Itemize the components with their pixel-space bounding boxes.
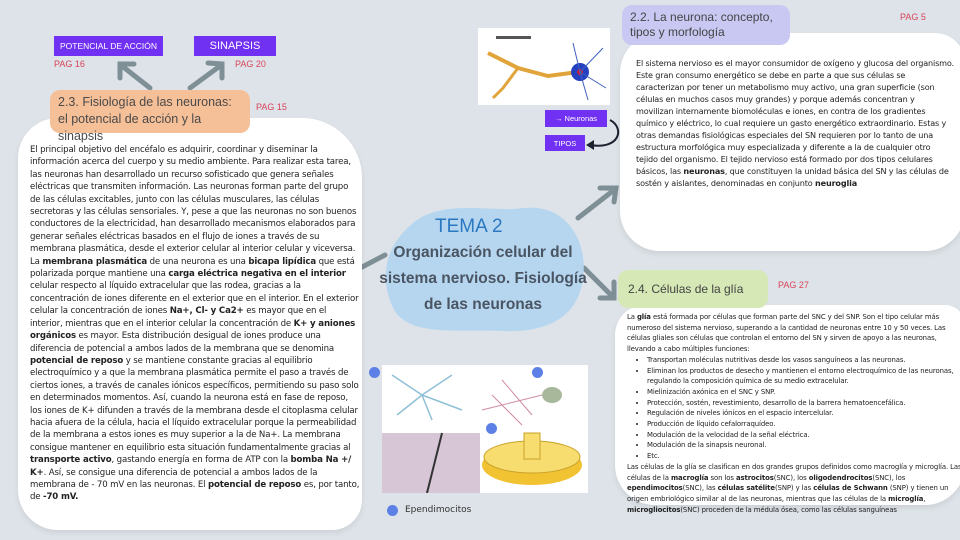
bold-term: Na+, Cl- y Ca2+ <box>169 306 244 317</box>
bold-term: bomba Na +/ K+ <box>30 455 352 478</box>
glia-function-item: Modulación de la velocidad de la señal e… <box>647 430 960 441</box>
glia-outro: Las células de la glía se clasifican en … <box>627 462 960 516</box>
bold-term: células satélite <box>717 484 775 493</box>
neurona-title: 2.2. La neurona: concepto, tipos y morfo… <box>622 5 790 45</box>
bold-term: neuronas <box>683 166 725 176</box>
text-run: La <box>627 313 637 321</box>
tema-label: TEMA 2 <box>435 216 503 237</box>
bold-term: neuroglia <box>815 178 858 188</box>
text-run: (SNC), las <box>682 484 718 493</box>
text-run: El sistema nervioso es el mayor consumid… <box>636 58 954 176</box>
center-blob <box>385 207 584 332</box>
bold-term: bicapa lipídica <box>248 256 316 267</box>
bold-term: ependimocitos <box>627 484 683 493</box>
glia-bubble <box>615 305 960 505</box>
marker-dot[interactable] <box>532 367 543 378</box>
bold-term: transporte activo <box>30 455 112 466</box>
pag-sinapsis: PAG 20 <box>235 59 266 69</box>
bold-term: -70 mV. <box>43 492 79 503</box>
glia-function-item: Protección, sostén, revestimiento, desar… <box>647 398 960 409</box>
neurona-text: El sistema nervioso es el mayor consumid… <box>636 57 954 189</box>
text-run: (SNC), los <box>773 473 809 482</box>
bold-term: membrana plasmática <box>42 256 148 267</box>
neuronas-button[interactable]: → Neuronas <box>545 110 607 127</box>
text-run: es mayor que en el interior, mientras qu… <box>30 306 327 329</box>
fisiologia-bubble <box>18 118 362 530</box>
tema-subtitle: Organización celular del sistema nervios… <box>379 244 587 313</box>
text-run: . Así, se consigue una diferencia de pot… <box>30 467 318 490</box>
pag-neurona: PAG 5 <box>900 12 926 22</box>
text-run: son los <box>708 473 736 482</box>
text-run: es mayor. Esta distribución desigual de … <box>30 331 334 354</box>
glia-function-item: Mielinización axónica en el SNC y SNP. <box>647 387 960 398</box>
bold-term: glía <box>636 313 651 321</box>
bold-term: macroglía <box>670 473 709 482</box>
text-run: El principal objetivo del encéfalo es ad… <box>30 145 357 267</box>
text-run: (SNC) proceden de la médula ósea, como l… <box>680 505 897 514</box>
glia-function-item: Regulación de niveles iónicos en el espa… <box>647 408 960 419</box>
pag-fisiologia: PAG 15 <box>256 102 287 112</box>
text-run: (SNP) y las <box>774 484 814 493</box>
text-run: celular respecto al líquido extracelular… <box>30 281 359 317</box>
bold-term: microglía <box>888 494 924 503</box>
text-run: de una neurona es una <box>147 256 249 267</box>
neuron-diagram-image <box>478 28 610 105</box>
glia-functions-list: Transportan moléculas nutritivas desde l… <box>627 355 960 462</box>
fisiologia-title: 2.3. Fisiología de las neuronas: el pote… <box>50 90 250 143</box>
ependimocitos-dot[interactable] <box>387 505 398 516</box>
potencial-de-accion-button[interactable]: POTENCIAL DE ACCIÓN <box>54 36 163 56</box>
glia-cells-illustration <box>382 374 582 494</box>
text-run: que está polarizada porque mantiene una <box>30 256 355 280</box>
glia-title: 2.4. Células de la glía <box>618 270 768 308</box>
text-run: , gastando energía en forma de ATP con l… <box>111 455 291 466</box>
marker-dot[interactable] <box>486 423 497 434</box>
glia-function-item: Producción de líquido cefalorraquídeo. <box>647 419 960 430</box>
bold-term: potencial de reposo <box>208 479 302 490</box>
glia-function-item: Etc. <box>647 451 960 462</box>
text-run: , que constituyen la unidad básica del S… <box>636 166 949 188</box>
bold-term: microgliocitos <box>627 505 681 514</box>
tipos-button[interactable]: TIPOS <box>545 135 585 151</box>
glia-text: La glía está formada por células que for… <box>627 312 960 515</box>
glia-intro: La glía está formada por células que for… <box>627 312 960 355</box>
sinapsis-button[interactable]: SINAPSIS <box>194 36 276 56</box>
text-run: es, por tanto, de <box>30 479 360 503</box>
glia-function-item: Eliminan los productos de desecho y mant… <box>647 366 960 387</box>
bold-term: astrocitos <box>736 473 774 482</box>
glia-cells-image <box>382 365 588 494</box>
text-run: (SNP) y tienen un origen embriológico si… <box>627 484 949 503</box>
bold-term: K+ y aniones orgánicos <box>30 318 356 342</box>
bold-term: oligodendrocitos <box>808 473 873 482</box>
text-run: y se mantiene constante gracias al equil… <box>30 355 359 453</box>
ependimocitos-label: Ependimocitos <box>405 505 472 515</box>
bold-term: potencial de reposo <box>30 355 124 366</box>
bold-term: células de Schwann <box>813 484 888 493</box>
pag-glia: PAG 27 <box>778 280 809 290</box>
neurona-bubble <box>620 33 960 251</box>
text-run: (SNC), los <box>872 473 906 482</box>
glia-function-item: Modulación de la sinapsis neuronal. <box>647 440 960 451</box>
text-run: , <box>923 494 926 503</box>
fisiologia-text: El principal objetivo del encéfalo es ad… <box>30 144 360 504</box>
text-run: Las células de la glía se clasifican en … <box>627 462 960 482</box>
glia-function-item: Transportan moléculas nutritivas desde l… <box>647 355 960 366</box>
bold-term: carga eléctrica negativa en el interior <box>168 269 346 280</box>
text-run: está formada por células que forman part… <box>627 313 946 354</box>
pag-potencial: PAG 16 <box>54 59 85 69</box>
marker-dot[interactable] <box>369 367 380 378</box>
